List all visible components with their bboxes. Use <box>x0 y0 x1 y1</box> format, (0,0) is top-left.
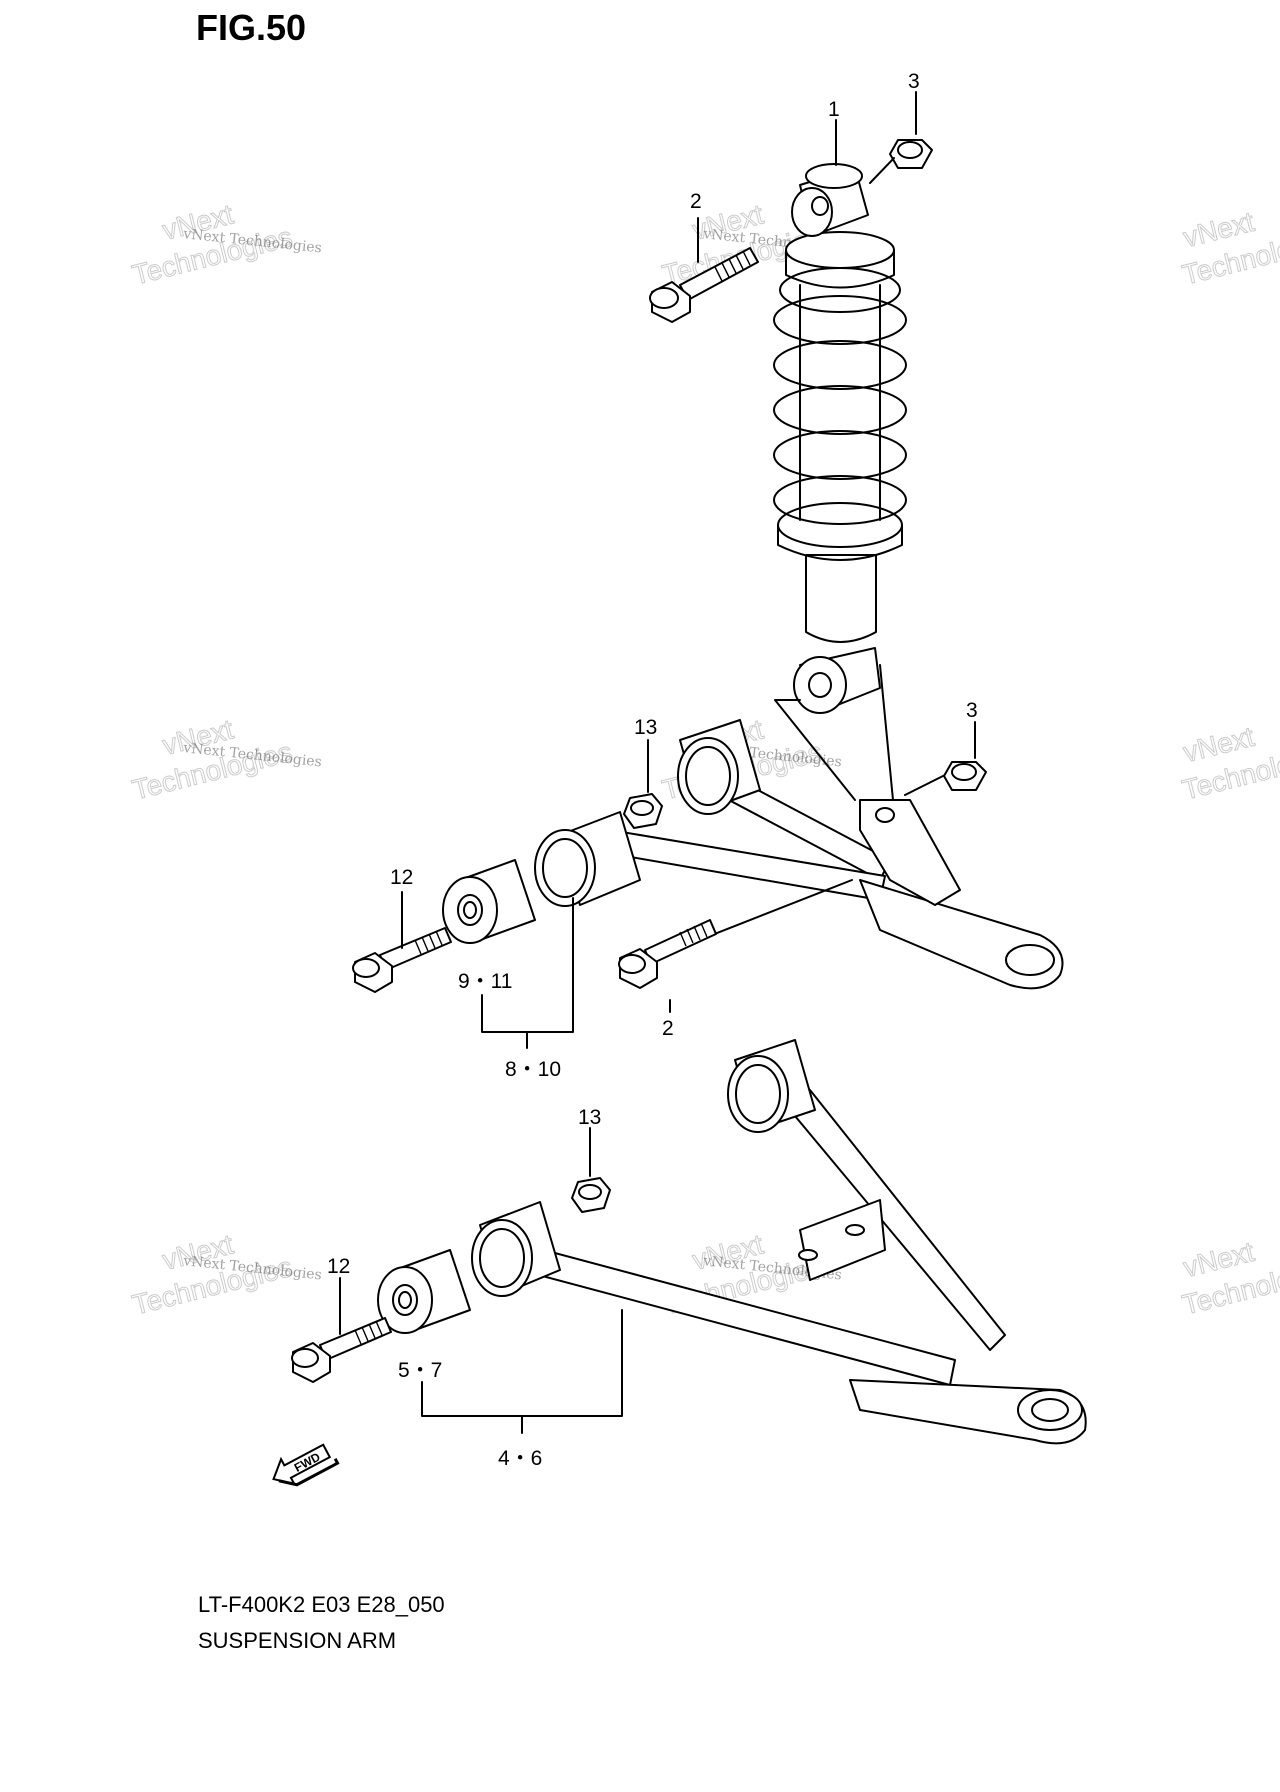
upper-arm-bushing <box>442 859 536 944</box>
caption-title: SUSPENSION ARM <box>198 1628 396 1653</box>
callout-2-low: 2 <box>662 1017 674 1040</box>
upper-arm-bolt-12 <box>352 927 452 993</box>
callout-8-10: 8・10 <box>505 1058 561 1081</box>
lower-arm-nut <box>571 1177 611 1213</box>
upper-suspension-arm <box>534 719 1064 990</box>
upper-nut <box>889 139 933 169</box>
lower-arm-bushing <box>377 1249 471 1334</box>
leader-nut-top <box>869 157 895 184</box>
lower-suspension-arm <box>471 1039 1087 1445</box>
callout-13-lower: 13 <box>578 1106 601 1129</box>
callout-9-11: 9・11 <box>458 970 512 993</box>
callout-12-lower: 12 <box>327 1255 350 1278</box>
figure-title: FIG.50 <box>196 7 306 48</box>
fwd-arrow-icon: FWD <box>272 1443 340 1487</box>
mid-nut <box>943 761 987 791</box>
upper-arm-bolt-2 <box>618 919 717 989</box>
upper-mounting-bolt <box>649 247 759 323</box>
callout-13-upper: 13 <box>634 716 657 739</box>
callout-2-top: 2 <box>690 190 702 213</box>
caption-model: LT-F400K2 E03 E28_050 <box>198 1592 445 1617</box>
callout-4-6: 4・6 <box>498 1447 542 1470</box>
upper-arm-nut <box>623 793 663 829</box>
leader-shock-to-arm <box>774 664 894 801</box>
callout-5-7: 5・7 <box>398 1359 442 1382</box>
callout-1: 1 <box>828 98 840 121</box>
callout-numbers: 1 2 3 13 3 12 9・11 2 8・10 13 12 5・7 4・6 <box>327 70 978 1470</box>
lower-arm-bolt-12 <box>291 1317 392 1383</box>
callout-12-upper: 12 <box>390 866 413 889</box>
callout-3-top: 3 <box>908 70 920 93</box>
leader-lines <box>339 91 976 1434</box>
callout-3-mid: 3 <box>966 699 978 722</box>
shock-absorber <box>773 163 907 714</box>
